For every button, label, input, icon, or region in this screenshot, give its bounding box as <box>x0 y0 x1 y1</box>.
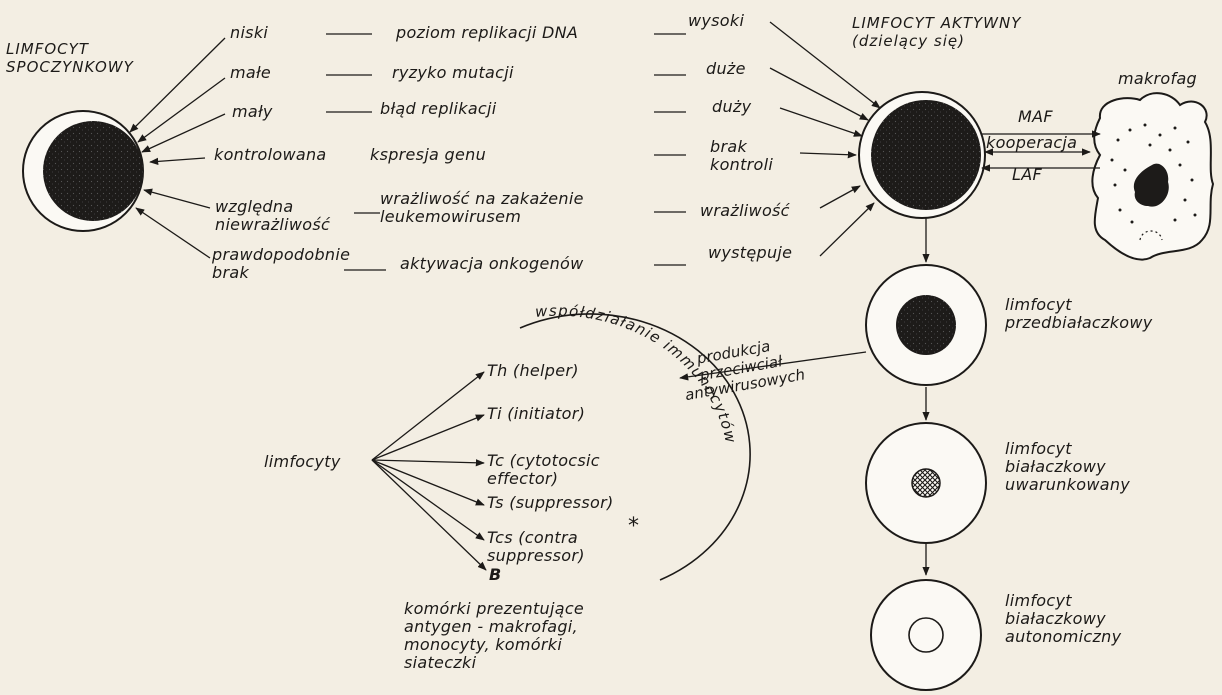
stage-cell-2 <box>866 423 986 543</box>
resting-value: mały <box>232 103 273 121</box>
active-lymphocyte <box>859 92 985 218</box>
stage-cell-3 <box>871 580 981 690</box>
lymphocyte-type: Ti (initiator) <box>487 405 585 423</box>
lymphocyte-type: Ts (suppressor) <box>487 494 614 512</box>
lymphocyte-type: Tcs (contra suppressor) <box>487 529 585 565</box>
property-label: kspresja genu <box>370 146 486 164</box>
resting-lymphocyte <box>23 111 143 231</box>
cooperation-label: kooperacja <box>986 134 1077 152</box>
stage-cell-1 <box>866 265 986 385</box>
active-value: wrażliwość <box>700 202 790 220</box>
active-value: wysoki <box>688 12 744 30</box>
property-label: ryzyko mutacji <box>392 64 514 82</box>
stage-label-autonomous: limfocyt białaczkowy autonomiczny <box>1005 592 1121 646</box>
laf-label: LAF <box>1012 166 1042 184</box>
apc-note: komórki prezentujące antygen - makrofagi… <box>404 600 584 672</box>
asterisk-mark: * <box>628 518 639 536</box>
maf-label: MAF <box>1018 108 1053 126</box>
lymphocyte-type: Tc (cytotocsic effector) <box>487 452 600 488</box>
resting-value: względna niewrażliwość <box>215 198 330 234</box>
resting-title: LIMFOCYT SPOCZYNKOWY <box>6 40 134 76</box>
stage-label-preleukemic: limfocyt przedbiałaczkowy <box>1005 296 1153 332</box>
active-value: występuje <box>708 244 792 262</box>
macrophage-label: makrofag <box>1118 70 1197 88</box>
lymphocyte-type: B <box>489 566 502 584</box>
property-label: aktywacja onkogenów <box>400 255 584 273</box>
active-value: brak kontroli <box>710 138 773 174</box>
resting-value: małe <box>230 64 271 82</box>
active-title: LIMFOCYT AKTYWNY (dzielący się) <box>852 14 1021 50</box>
resting-value: niski <box>230 24 268 42</box>
lymphocyte-type-arrows <box>372 372 486 570</box>
property-label: wrażliwość na zakażenie leukemowirusem <box>380 190 584 226</box>
arrows-to-resting <box>130 38 225 258</box>
resting-value: kontrolowana <box>214 146 327 164</box>
active-value: duże <box>706 60 746 78</box>
macrophage-cell <box>1092 93 1213 259</box>
limfocyty-label: limfocyty <box>264 453 341 471</box>
property-label: poziom replikacji DNA <box>396 24 578 42</box>
property-label: błąd replikacji <box>380 100 497 118</box>
lymphocyte-type: Th (helper) <box>487 362 579 380</box>
resting-value: prawdopodobnie brak <box>212 246 350 282</box>
active-value: duży <box>712 98 751 116</box>
stage-label-conditioned: limfocyt białaczkowy uwarunkowany <box>1005 440 1130 494</box>
